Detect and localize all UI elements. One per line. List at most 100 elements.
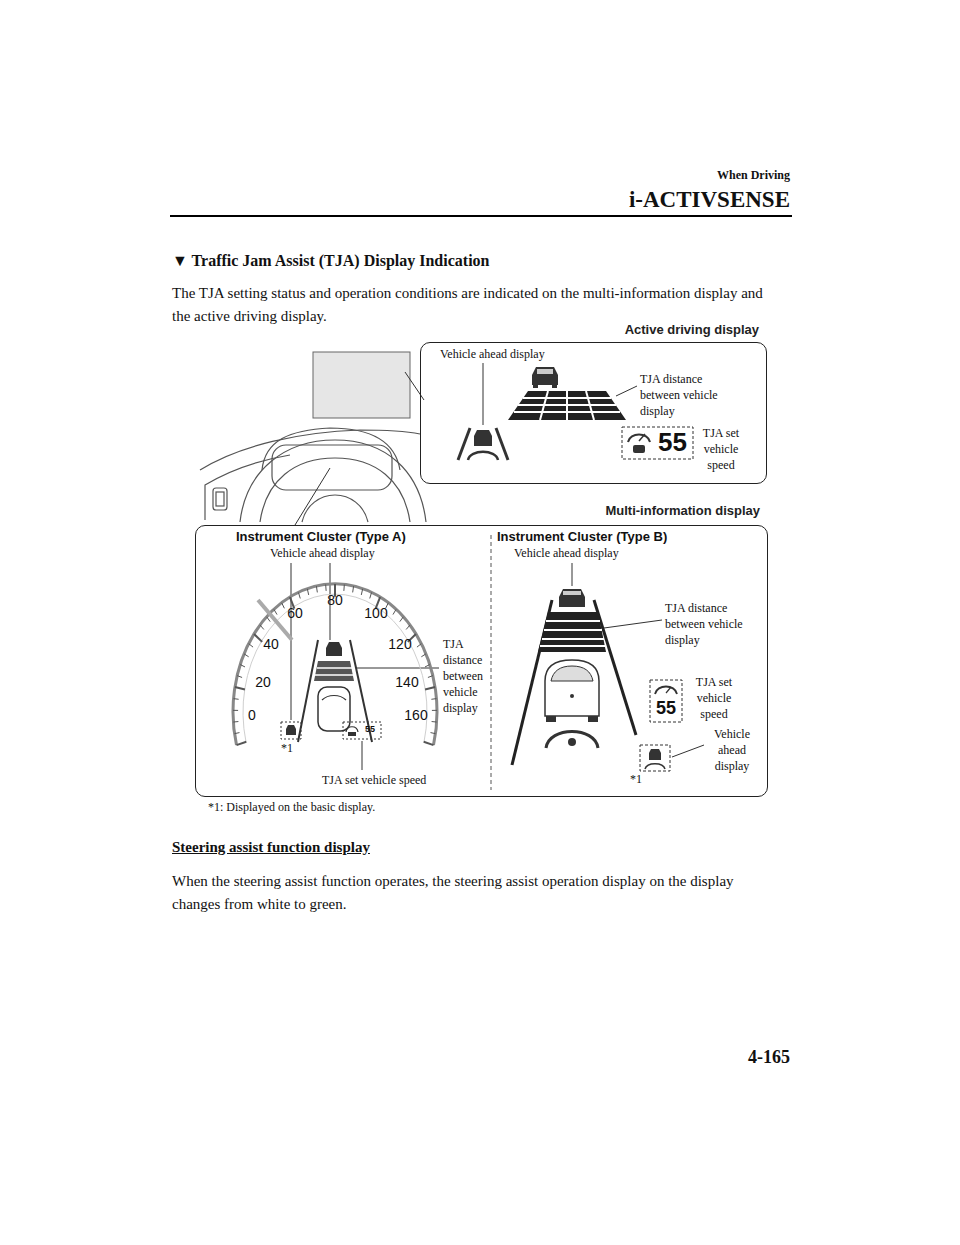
section-title: ▼ Traffic Jam Assist (TJA) Display Indic…: [172, 252, 489, 270]
speedometer-part-part: [424, 742, 434, 745]
speed-scale-number: 100: [359, 605, 393, 622]
speedometer-part-part: [432, 721, 437, 723]
set-speed-icon-part: [628, 435, 650, 443]
dashboard-sketch-part: [240, 440, 426, 522]
speedometer-part: [281, 722, 301, 739]
speedometer-part-part: [254, 634, 262, 642]
speedometer-part-part: [237, 676, 242, 678]
set-speed-icon-part: [622, 427, 693, 459]
speedometer-part-part: [425, 665, 430, 667]
distance-grid-part-part: [540, 391, 548, 420]
speedometer-part-part: [249, 644, 253, 647]
speedometer-part: [317, 667, 352, 669]
hud-screen: [313, 352, 410, 418]
panel-divider-part: [491, 535, 492, 790]
type-b-display-part: [649, 749, 661, 760]
callout-label: TJA distance between vehicle display: [640, 371, 740, 419]
speedometer-part-part: [352, 586, 354, 592]
type-b-display-part: [594, 600, 636, 735]
type-b-display-part-part: [546, 620, 600, 622]
speedometer-part: [322, 696, 346, 701]
leader-line-part: [616, 386, 637, 396]
leader-line: [291, 363, 704, 770]
dashboard-sketch-part: [302, 495, 368, 522]
speedometer-part: [233, 584, 437, 745]
distance-grid-part-part: [586, 391, 594, 420]
distance-grid: [508, 391, 626, 420]
set-speed-icon-part: [633, 445, 645, 453]
type-b-display-part: [650, 680, 682, 722]
callout-label: Vehicle ahead display: [514, 546, 619, 560]
speedometer-part-part: [431, 733, 436, 734]
chapter-head: i-ACTIVSENSE: [470, 186, 790, 214]
speedometer-part: [243, 594, 427, 742]
speedometer-part-part: [233, 710, 238, 711]
speedometer-part-part: [406, 625, 410, 629]
type-b-display-part: [559, 589, 585, 607]
type-b-display-part: [655, 687, 677, 695]
speedometer-part: [343, 722, 381, 739]
type-b-display-part: [568, 738, 576, 746]
distance-grid-part: [514, 391, 620, 420]
type-b-display-part: [666, 687, 671, 693]
type-b-display-part: [640, 745, 670, 771]
speedometer-part-part: [325, 585, 326, 591]
cluster-heading: Instrument Cluster (Type B): [497, 529, 667, 545]
speedometer-part-part: [267, 617, 270, 622]
speedometer-part-part: [274, 609, 277, 614]
hud-screen-part: [313, 352, 410, 418]
speed-scale-number: 160: [399, 707, 433, 724]
callout-label: Vehicle ahead display: [440, 347, 545, 361]
speedometer-part-part: [244, 654, 249, 657]
speed-scale-number: 60: [280, 605, 310, 622]
speedometer-part-part: [361, 589, 362, 595]
speedometer-part-part: [234, 698, 239, 700]
speedometer-part-part: [370, 593, 372, 599]
speedometer-part: [346, 727, 358, 732]
steering-assist-icon-part: [468, 452, 498, 460]
leader-line-part: [356, 668, 439, 669]
speedometer-part-part: [393, 609, 396, 614]
type-b-display-part: [645, 764, 665, 769]
speedometer-part: [348, 732, 356, 736]
distance-grid-part-part: [566, 391, 568, 420]
speed-scale-number: 140: [390, 674, 424, 691]
panel-heading: Multi-information display: [605, 503, 760, 518]
running-head: When Driving: [570, 168, 790, 182]
speedometer: [233, 584, 437, 745]
dashboard-sketch: [200, 428, 426, 522]
type-b-display-part: [563, 591, 581, 595]
leader-line-part: [295, 468, 330, 525]
speed-value: 55: [651, 697, 681, 719]
vehicle-ahead-icon-part: [532, 367, 558, 385]
type-b-display-part: [551, 666, 593, 681]
callout-label: Vehicle ahead display: [270, 546, 375, 560]
footnote: *1: Displayed on the basic display.: [208, 800, 375, 814]
callout-label: TJA set vehicle speed: [695, 425, 747, 473]
speedometer-part: [233, 584, 437, 745]
speedometer-part-part: [260, 625, 264, 629]
speedometer-part: [258, 600, 292, 640]
leader-line-part: [362, 741, 363, 770]
speed-scale-number: 40: [256, 636, 286, 653]
leader-line-part: [405, 372, 424, 400]
panel-heading: Active driving display: [625, 322, 759, 337]
speedometer-part-part: [236, 742, 246, 745]
speedometer-part-part: [307, 589, 308, 595]
speedometer-part-part: [432, 710, 437, 711]
type-b-display-part: [540, 621, 605, 646]
leader-line-part: [672, 745, 704, 757]
page-number: 4-165: [670, 1046, 790, 1068]
speedometer-part: [318, 687, 350, 731]
speedometer-part-part: [428, 676, 433, 678]
speedometer-part-part: [240, 665, 245, 667]
speedometer-part-part: [425, 687, 435, 689]
callout-label: TJA set vehicle speed: [689, 674, 739, 722]
type-b-display-part: [545, 660, 599, 716]
speedometer-part-part: [421, 654, 426, 657]
speedometer-part: [326, 642, 342, 656]
type-b-display-part: [546, 716, 556, 722]
speedometer-part: [315, 674, 353, 676]
set-speed-icon-part: [639, 434, 645, 441]
